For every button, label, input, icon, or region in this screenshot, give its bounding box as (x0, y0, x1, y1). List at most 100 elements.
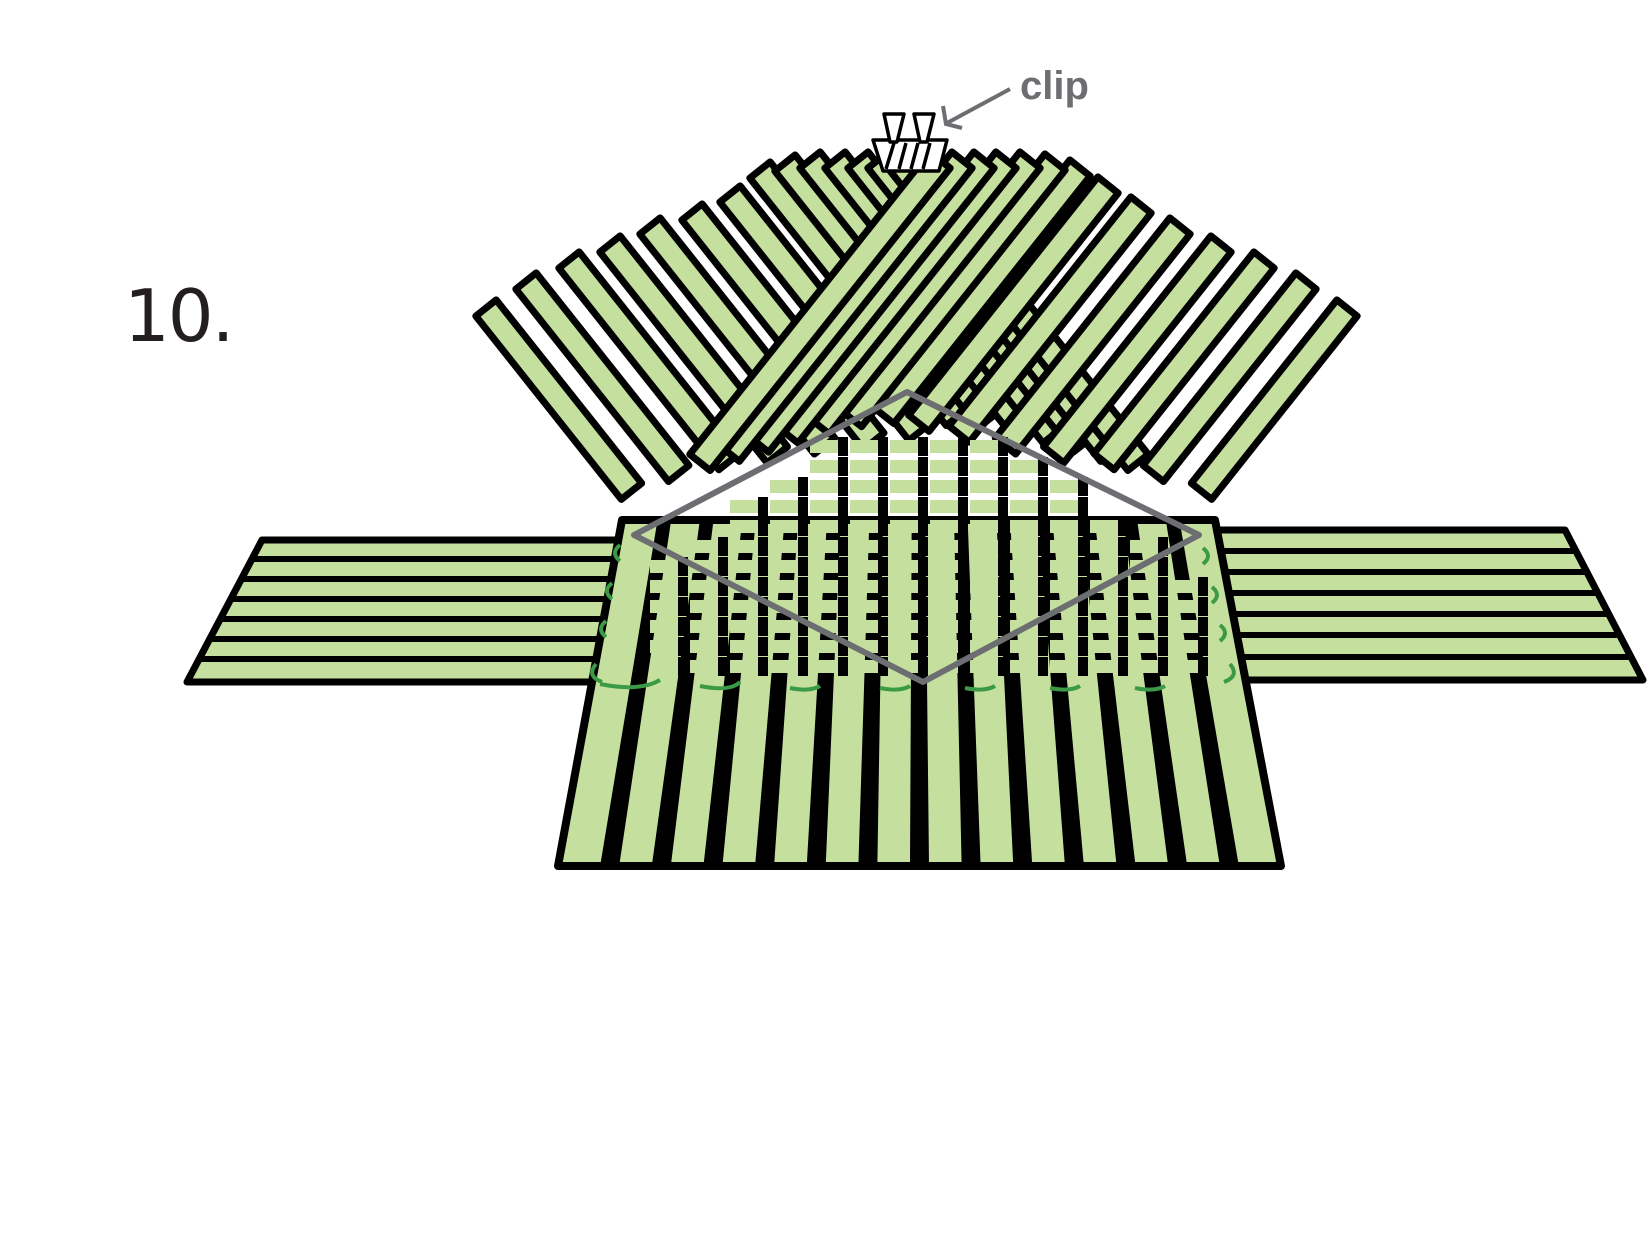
weave-gap (998, 537, 1008, 556)
weave-cell (1050, 540, 1078, 553)
weave-gap (1038, 597, 1048, 616)
weave-gap (758, 617, 768, 636)
weave-gap (1078, 497, 1088, 516)
weave-cell (770, 620, 798, 633)
weave-cell (1170, 620, 1198, 633)
weave-cell (970, 500, 998, 513)
weave-cell (970, 620, 998, 633)
weave-cell (810, 440, 838, 453)
weave-cell (970, 660, 998, 673)
stitch-mark (590, 543, 622, 684)
weave-cell (730, 620, 758, 633)
weave-gap (1158, 637, 1168, 656)
diagonal-strip-right (1090, 248, 1278, 474)
weave-cell (1050, 480, 1078, 493)
weave-gap (958, 637, 968, 656)
diagonal-strip-right (1187, 296, 1361, 503)
weave-gap (1198, 597, 1208, 616)
weave-gap (878, 497, 888, 516)
weave-cell (1010, 540, 1038, 553)
weave-cell (970, 600, 998, 613)
weave-gap (878, 437, 888, 456)
weave-cell (970, 440, 998, 453)
diagonal-strip-right (686, 148, 954, 475)
weave-gap (918, 637, 928, 656)
weave-gap (798, 517, 808, 536)
diagonal-strip-right (945, 193, 1155, 446)
weave-gap (1118, 557, 1128, 576)
weave-gap (798, 597, 808, 616)
weave-gap (1038, 557, 1048, 576)
weave-gap (838, 497, 848, 516)
weave-gap (678, 617, 688, 636)
weave-cell (690, 580, 718, 593)
weave-gap (1078, 537, 1088, 556)
weave-cell (1170, 580, 1198, 593)
weave-cell (930, 480, 958, 493)
weave-gap (838, 457, 848, 476)
weave-cell (770, 640, 798, 653)
weave-cell (810, 480, 838, 493)
weave-gap (838, 477, 848, 496)
weave-cell (1090, 520, 1118, 533)
weave-gap (918, 537, 928, 556)
weave-gap (1118, 637, 1128, 656)
weave-cell (1010, 520, 1038, 533)
weave-gap (1038, 617, 1048, 636)
weave-cell (1050, 560, 1078, 573)
weave-cell (850, 560, 878, 573)
weave-gap (1078, 617, 1088, 636)
weave-gap (958, 597, 968, 616)
weave-gap (1038, 537, 1048, 556)
woven-grid-center (650, 437, 1208, 676)
weave-cell (930, 500, 958, 513)
callout-arrow-line (946, 87, 1011, 125)
weave-gap (678, 557, 688, 576)
weave-cell (1050, 520, 1078, 533)
weave-gap (1198, 657, 1208, 676)
weave-cell (650, 580, 678, 593)
weave-gap (758, 557, 768, 576)
diagonal-strip-left (472, 296, 646, 503)
weave-cell (930, 620, 958, 633)
weave-gap (1038, 457, 1048, 476)
weave-gap (1078, 577, 1088, 596)
weave-cell (690, 640, 718, 653)
weave-gap (998, 637, 1008, 656)
weave-cell (1170, 640, 1198, 653)
weave-cell (770, 480, 798, 493)
weave-cell (810, 500, 838, 513)
weave-gap (918, 457, 928, 476)
weave-cell (970, 480, 998, 493)
weave-cell (730, 660, 758, 673)
weave-gap (1078, 657, 1088, 676)
weave-gap (878, 577, 888, 596)
horizontal-strips-left (183, 536, 654, 686)
weave-gap (998, 437, 1008, 456)
weave-gap (958, 577, 968, 596)
weave-gap (838, 597, 848, 616)
weave-gap (1038, 577, 1048, 596)
weave-cell (1090, 540, 1118, 553)
weave-cell (930, 560, 958, 573)
weave-gap (958, 557, 968, 576)
weave-cell (730, 520, 758, 533)
weave-cell (770, 520, 798, 533)
weave-cell (850, 460, 878, 473)
weave-gap (718, 637, 728, 656)
weave-gap (1038, 517, 1048, 536)
horizontal-strips-right (1181, 526, 1647, 684)
weave-gap (838, 557, 848, 576)
weave-gap (1158, 577, 1168, 596)
weave-cell (1090, 620, 1118, 633)
weave-cell (1010, 500, 1038, 513)
weave-gap (1118, 517, 1128, 536)
weave-cell (850, 580, 878, 593)
weave-cell (890, 540, 918, 553)
diagonal-strip-left (512, 269, 693, 486)
weave-cell (1130, 640, 1158, 653)
weave-gap (718, 617, 728, 636)
weave-gap (878, 557, 888, 576)
clip-part (882, 112, 906, 144)
